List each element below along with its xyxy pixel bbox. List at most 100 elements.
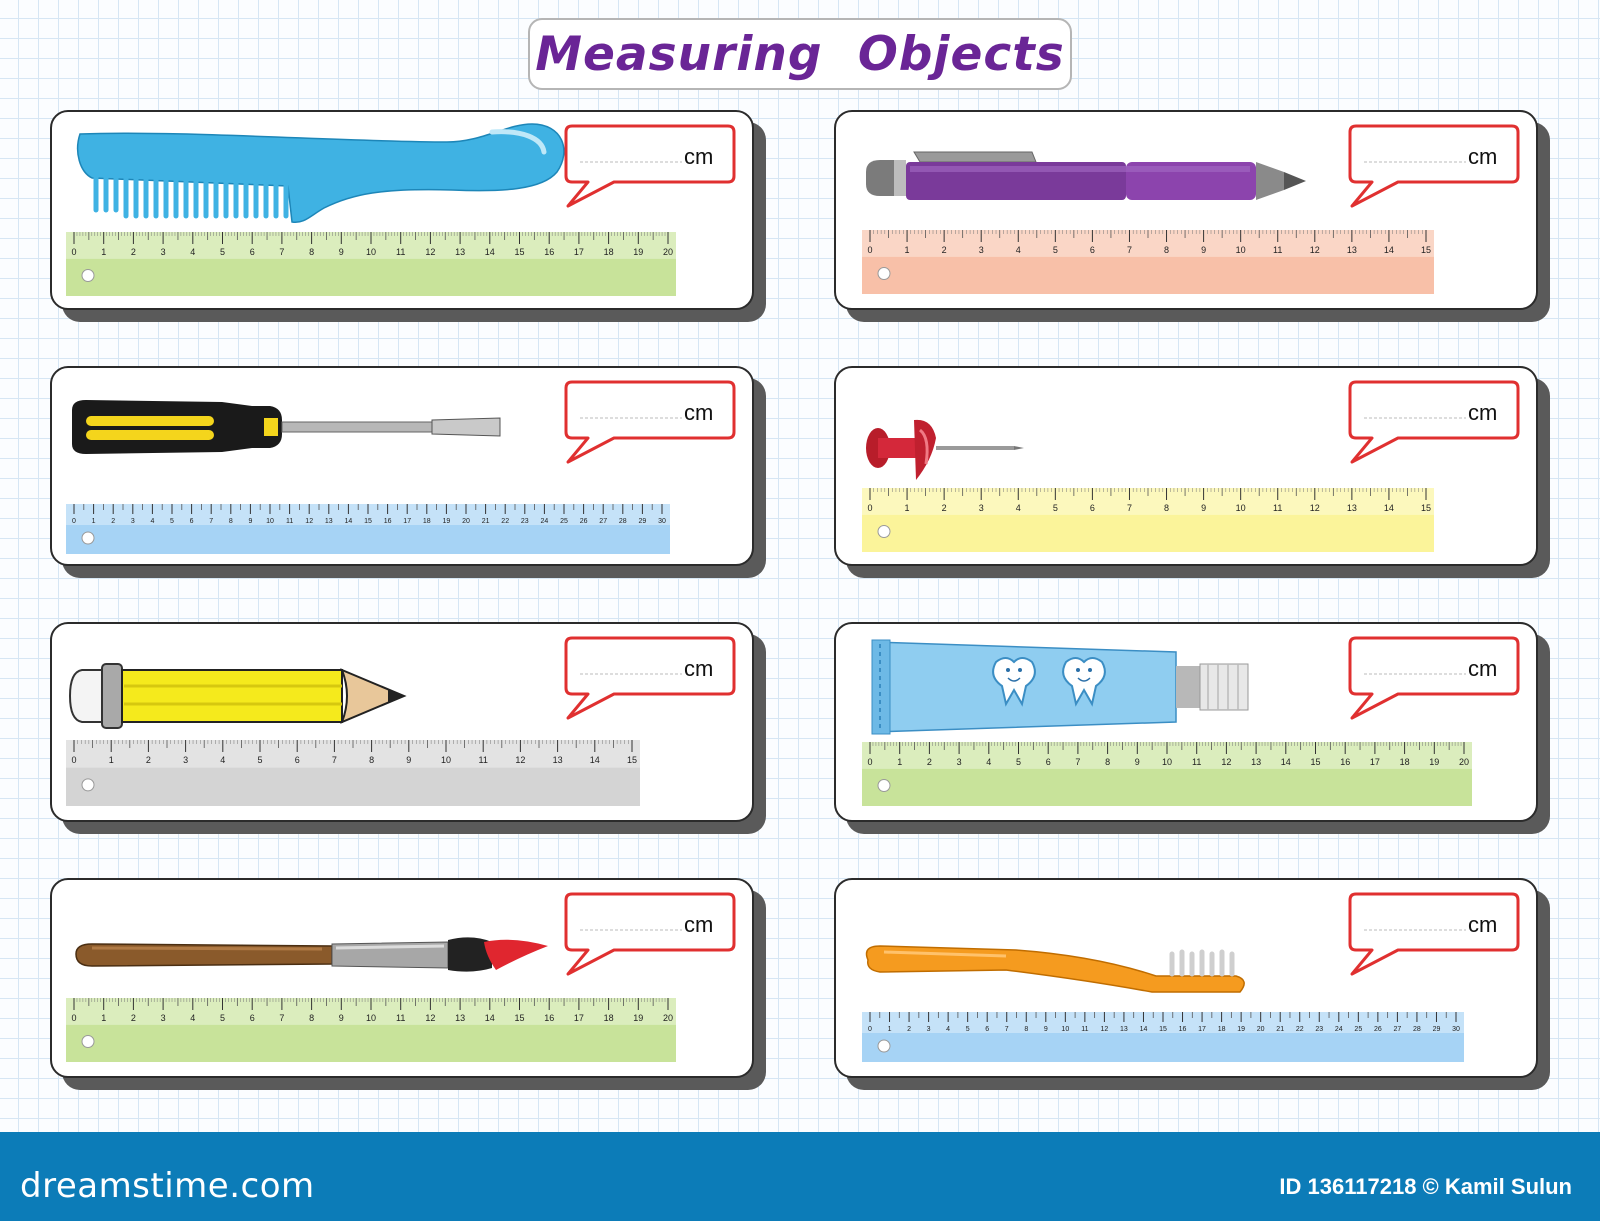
ruler-tick-label: 18 <box>1218 1026 1226 1033</box>
ruler-tick-label: 30 <box>658 518 666 525</box>
ruler-tick-label: 4 <box>190 1013 195 1023</box>
answer-bubble[interactable]: cm <box>562 376 742 468</box>
ruler-hole <box>81 1035 95 1049</box>
ruler-tick-label: 4 <box>986 757 991 767</box>
ruler-tick-label: 29 <box>1433 1026 1441 1033</box>
pencil-icon <box>68 663 407 729</box>
ruler-tick-label: 4 <box>150 518 154 525</box>
ruler-tick-label: 8 <box>1164 503 1169 513</box>
ruler-tick-label: 6 <box>190 518 194 525</box>
ruler-tick-label: 3 <box>957 757 962 767</box>
ruler-tick-label: 10 <box>1162 757 1172 767</box>
ruler-tick-label: 25 <box>1354 1026 1362 1033</box>
ruler-tick-label: 10 <box>1236 503 1246 513</box>
ruler-tick-label: 24 <box>541 518 549 525</box>
unit-label: cm <box>684 400 714 425</box>
ruler-tick-label: 23 <box>1315 1026 1323 1033</box>
ruler-tick-label: 14 <box>1384 245 1394 255</box>
ruler-tick-label: 8 <box>1024 1026 1028 1033</box>
ruler-tick-label: 28 <box>1413 1026 1421 1033</box>
ruler-tick-label: 10 <box>1061 1026 1069 1033</box>
ruler-tick-label: 11 <box>479 755 488 765</box>
ruler-tick-label: 12 <box>1310 245 1320 255</box>
ruler-tick-label: 18 <box>604 247 614 257</box>
ruler-tick-label: 17 <box>403 518 411 525</box>
ruler-tick-label: 16 <box>1179 1026 1187 1033</box>
ruler-hole <box>81 269 95 283</box>
ruler-tick-label: 6 <box>1090 245 1095 255</box>
ruler-tick-label: 5 <box>257 755 262 765</box>
ruler-tick-label: 27 <box>599 518 607 525</box>
title-banner: Measuring Objects <box>528 18 1072 90</box>
ruler-tick-label: 16 <box>1340 757 1350 767</box>
ruler-tick-label: 12 <box>425 247 435 257</box>
answer-bubble[interactable]: cm <box>1346 120 1526 212</box>
ruler-tick-label: 8 <box>1105 757 1110 767</box>
ruler-tick-label: 2 <box>942 245 947 255</box>
ruler-tick-label: 17 <box>574 247 584 257</box>
answer-bubble[interactable]: cm <box>1346 376 1526 468</box>
ruler-tick-label: 18 <box>423 518 431 525</box>
ruler-tick-label: 1 <box>109 755 114 765</box>
ruler-tick-label: 18 <box>1400 757 1410 767</box>
ruler-tick-label: 12 <box>1221 757 1231 767</box>
ruler-tick-label: 15 <box>1159 1026 1167 1033</box>
answer-bubble[interactable]: cm <box>1346 632 1526 724</box>
ruler-tick-label: 3 <box>979 503 984 513</box>
ruler-tick-label: 25 <box>560 518 568 525</box>
page-title: Measuring Objects <box>535 26 1065 82</box>
image-credit: ID 136117218 © Kamil Sulun <box>1279 1174 1572 1199</box>
unit-label: cm <box>1468 400 1498 425</box>
ruler-tick-label: 1 <box>905 503 910 513</box>
ruler-tick-label: 17 <box>574 1013 584 1023</box>
ruler-hole <box>81 531 95 545</box>
ruler-tick-label: 14 <box>345 518 353 525</box>
ruler-tick-label: 13 <box>553 755 563 765</box>
answer-bubble[interactable]: cm <box>1346 888 1526 980</box>
ruler-tick-label: 10 <box>266 518 274 525</box>
answer-bubble[interactable]: cm <box>562 632 742 724</box>
ruler-tick-label: 19 <box>443 518 451 525</box>
ruler-tick-label: 14 <box>1384 503 1394 513</box>
ruler-tick-label: 18 <box>604 1013 614 1023</box>
ruler-tick-label: 26 <box>580 518 588 525</box>
ruler-tick-label: 4 <box>1016 503 1021 513</box>
ruler-tick-label: 12 <box>515 755 525 765</box>
ruler-tick-label: 11 <box>286 518 293 525</box>
ruler-tick-label: 23 <box>521 518 529 525</box>
toothpaste-icon <box>871 639 1249 735</box>
brand-logo[interactable]: dreamstime.com <box>20 1166 315 1206</box>
ruler-tick-label: 9 <box>1201 245 1206 255</box>
ruler-tick-label: 9 <box>1135 757 1140 767</box>
ruler-tick-label: 22 <box>501 518 509 525</box>
ruler-tick-label: 20 <box>663 1013 673 1023</box>
ruler-tick-label: 8 <box>229 518 233 525</box>
ruler-tick-label: 8 <box>309 1013 314 1023</box>
ruler-tick-label: 4 <box>946 1026 950 1033</box>
ruler-tick-label: 12 <box>1101 1026 1109 1033</box>
ruler-tick-label: 8 <box>309 247 314 257</box>
ruler-tick-label: 20 <box>663 247 673 257</box>
answer-bubble[interactable]: cm <box>562 120 742 212</box>
ruler-tick-label: 15 <box>1421 503 1431 513</box>
ruler-tick-label: 3 <box>927 1026 931 1033</box>
ruler-tick-label: 15 <box>514 247 524 257</box>
ruler-hole <box>81 778 95 792</box>
push-pin-icon <box>866 419 1024 480</box>
ruler-tick-label: 2 <box>131 1013 136 1023</box>
ruler-tick-label: 14 <box>485 1013 495 1023</box>
comb-icon <box>76 123 565 224</box>
ruler-tick-label: 2 <box>111 518 115 525</box>
answer-bubble[interactable]: cm <box>562 888 742 980</box>
ruler-tick-label: 19 <box>1429 757 1439 767</box>
ruler-hole <box>877 1039 891 1053</box>
ruler-tick-label: 0 <box>71 1013 76 1023</box>
